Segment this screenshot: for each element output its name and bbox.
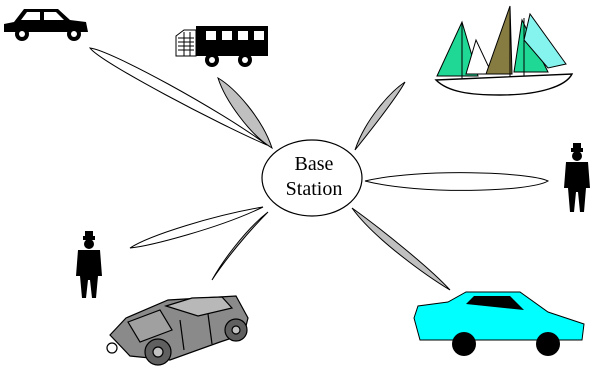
person-right-icon: [564, 143, 590, 212]
beam-to-person-right: [365, 173, 548, 191]
truck-icon: [176, 26, 268, 67]
base-station-label-line2: Station: [286, 178, 343, 200]
beam-to-truck: [218, 78, 272, 148]
base-station: Base Station: [262, 140, 362, 216]
car-top-left-icon: [4, 9, 88, 41]
beam-to-cyan-car: [352, 208, 450, 290]
cyan-car-icon: [414, 292, 584, 356]
base-station-label-line1: Base: [295, 153, 334, 175]
beam-to-person-left: [130, 207, 263, 248]
person-left-icon: [76, 231, 102, 298]
grey-car-icon: [107, 296, 248, 365]
beam-to-sailboat: [355, 82, 405, 150]
sailboat-icon: [436, 6, 572, 95]
